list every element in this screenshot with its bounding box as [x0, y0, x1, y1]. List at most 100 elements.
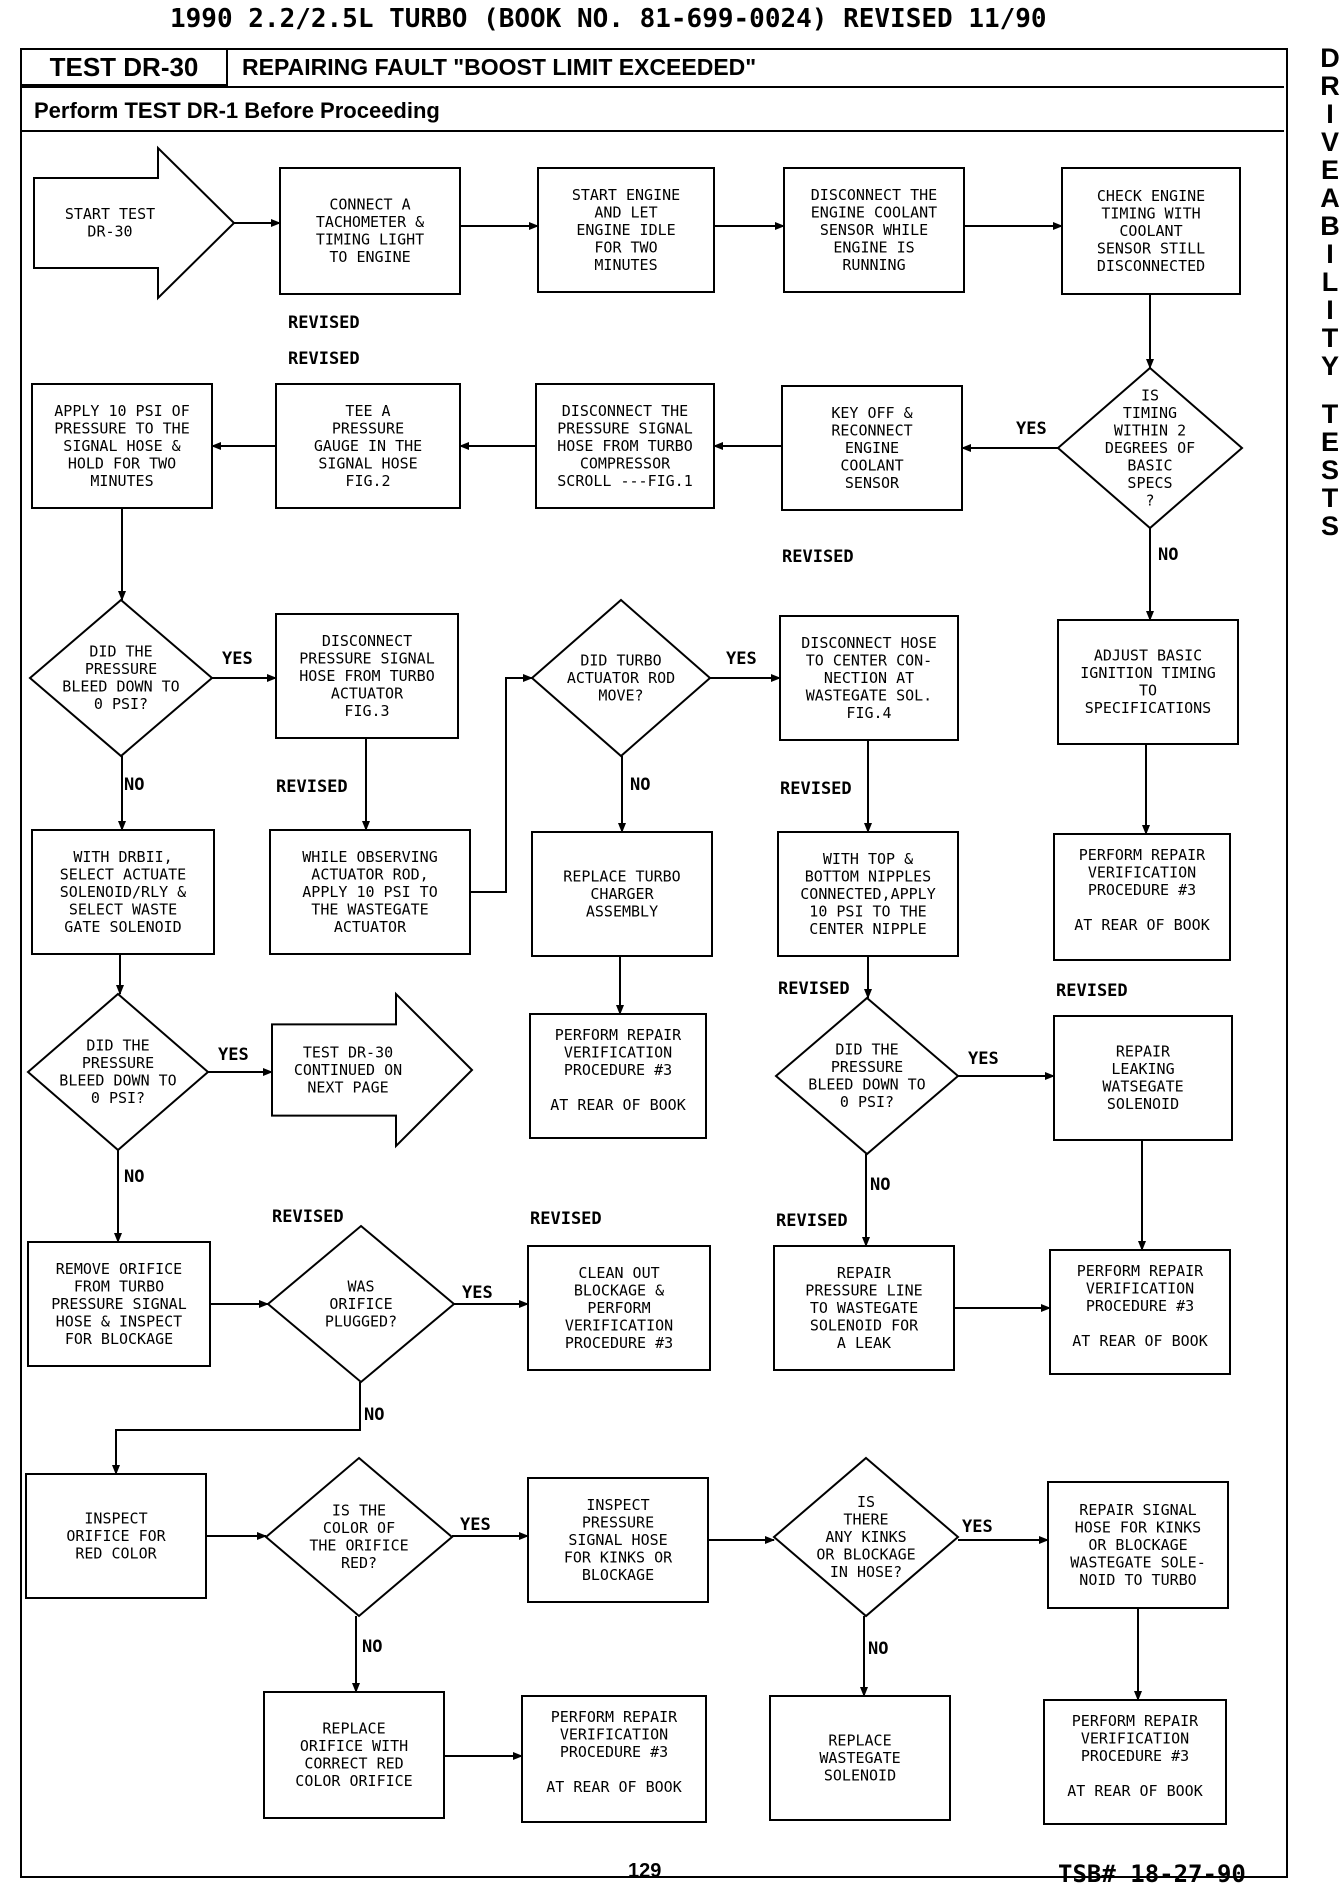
node-text-line: CENTER NIPPLE [809, 920, 926, 938]
node-text-line: APPLY 10 PSI TO [302, 883, 437, 901]
node-text-line: 0 PSI? [840, 1093, 894, 1111]
no-label: NO [364, 1405, 384, 1425]
node-text-line: ? [1145, 491, 1154, 509]
node-shape [275, 613, 459, 739]
node-text-line: SCROLL ---FIG.1 [557, 472, 692, 490]
node-text-line: ENGINE IS [833, 238, 914, 256]
node-text-line: ACTUATOR [331, 684, 404, 702]
node-shape [263, 1691, 445, 1819]
node-text-line: IN HOSE? [830, 1563, 902, 1581]
node-text-line: ORIFICE WITH [300, 1737, 408, 1755]
node-text-line: AND LET [594, 203, 657, 221]
node-text-line: FROM TURBO [74, 1277, 164, 1295]
node-text-line: DID THE [89, 643, 152, 661]
node-text-line: MINUTES [594, 256, 657, 274]
node-text-line: ANY KINKS [825, 1528, 906, 1546]
node-text-line: RECONNECT [831, 421, 912, 439]
node-text-line: VERIFICATION [1086, 1280, 1194, 1298]
node-text-line: PERFORM REPAIR [1077, 1262, 1204, 1280]
revised-label: REVISED [1056, 981, 1128, 1001]
node-text-line: WHILE OBSERVING [302, 848, 437, 866]
node-text-line: SOLENOID [1107, 1095, 1179, 1113]
revised-label: REVISED [272, 1207, 344, 1227]
node-text-line: ACTUATOR ROD, [311, 865, 428, 883]
node-text-line: DISCONNECTED [1097, 257, 1205, 275]
node-text-line: PRESSURE TO THE [54, 419, 189, 437]
node-shape [535, 383, 715, 509]
node-text-line: REPAIR [1116, 1043, 1171, 1061]
no-label: NO [362, 1637, 382, 1657]
node-text-line: CONNECTED,APPLY [800, 885, 935, 903]
node-shape [1049, 1249, 1231, 1375]
node-shape [269, 829, 471, 955]
yes-label: YES [968, 1049, 999, 1069]
node-shape [271, 991, 474, 1149]
no-label: NO [630, 775, 650, 795]
node-text-line: DISCONNECT [322, 632, 412, 650]
node-shape [264, 1456, 454, 1618]
node-text-line: 0 PSI? [94, 695, 148, 713]
node-text-line: BLEED DOWN TO [808, 1076, 925, 1094]
node-text-line: SIGNAL HOSE [568, 1531, 667, 1549]
node-shape [527, 1477, 709, 1603]
node-text-line: START ENGINE [572, 186, 680, 204]
node-text-line: THE ORIFICE [309, 1537, 408, 1555]
node-text-line: WITH DRBII, [73, 848, 172, 866]
node-text-line: SOLENOID [824, 1766, 896, 1784]
node-text-line: AT REAR OF BOOK [550, 1096, 685, 1114]
node-text-line: PRESSURE SIGNAL [299, 649, 434, 667]
node-text-line: DEGREES OF [1105, 439, 1195, 457]
node-shape [537, 167, 715, 293]
node-shape [31, 829, 215, 955]
node-text-line: CORRECT RED [304, 1755, 403, 1773]
node-text-line: IS [1141, 386, 1159, 404]
tsb-number: TSB# 18-27-90 [1058, 1860, 1246, 1888]
node-shape [772, 1456, 960, 1618]
yes-label: YES [1016, 419, 1047, 439]
node-text-line: ORIFICE [329, 1295, 392, 1313]
node-text-line: VERIFICATION [564, 1044, 672, 1062]
node-text-line: NEXT PAGE [307, 1078, 388, 1096]
node-text-line: AT REAR OF BOOK [546, 1778, 681, 1796]
node-text-line: WASTEGATE [819, 1749, 900, 1767]
node-text-line: SENSOR STILL [1097, 239, 1205, 257]
node-text-line: IS [857, 1493, 875, 1511]
node-text-line: MOVE? [598, 686, 643, 704]
node-text-line: PRESSURE [332, 419, 404, 437]
page-header: 1990 2.2/2.5L TURBO (BOOK NO. 81-699-002… [170, 4, 1047, 34]
node-shape [1056, 366, 1244, 530]
node-shape [31, 383, 213, 509]
node-text-line: COOLANT [1119, 222, 1182, 240]
node-text-line: TIMING WITH [1101, 204, 1200, 222]
node-text-line: PROCEDURE #3 [565, 1334, 673, 1352]
test-id: TEST DR-30 [20, 48, 228, 86]
node-text-line: IGNITION TIMING [1080, 664, 1215, 682]
